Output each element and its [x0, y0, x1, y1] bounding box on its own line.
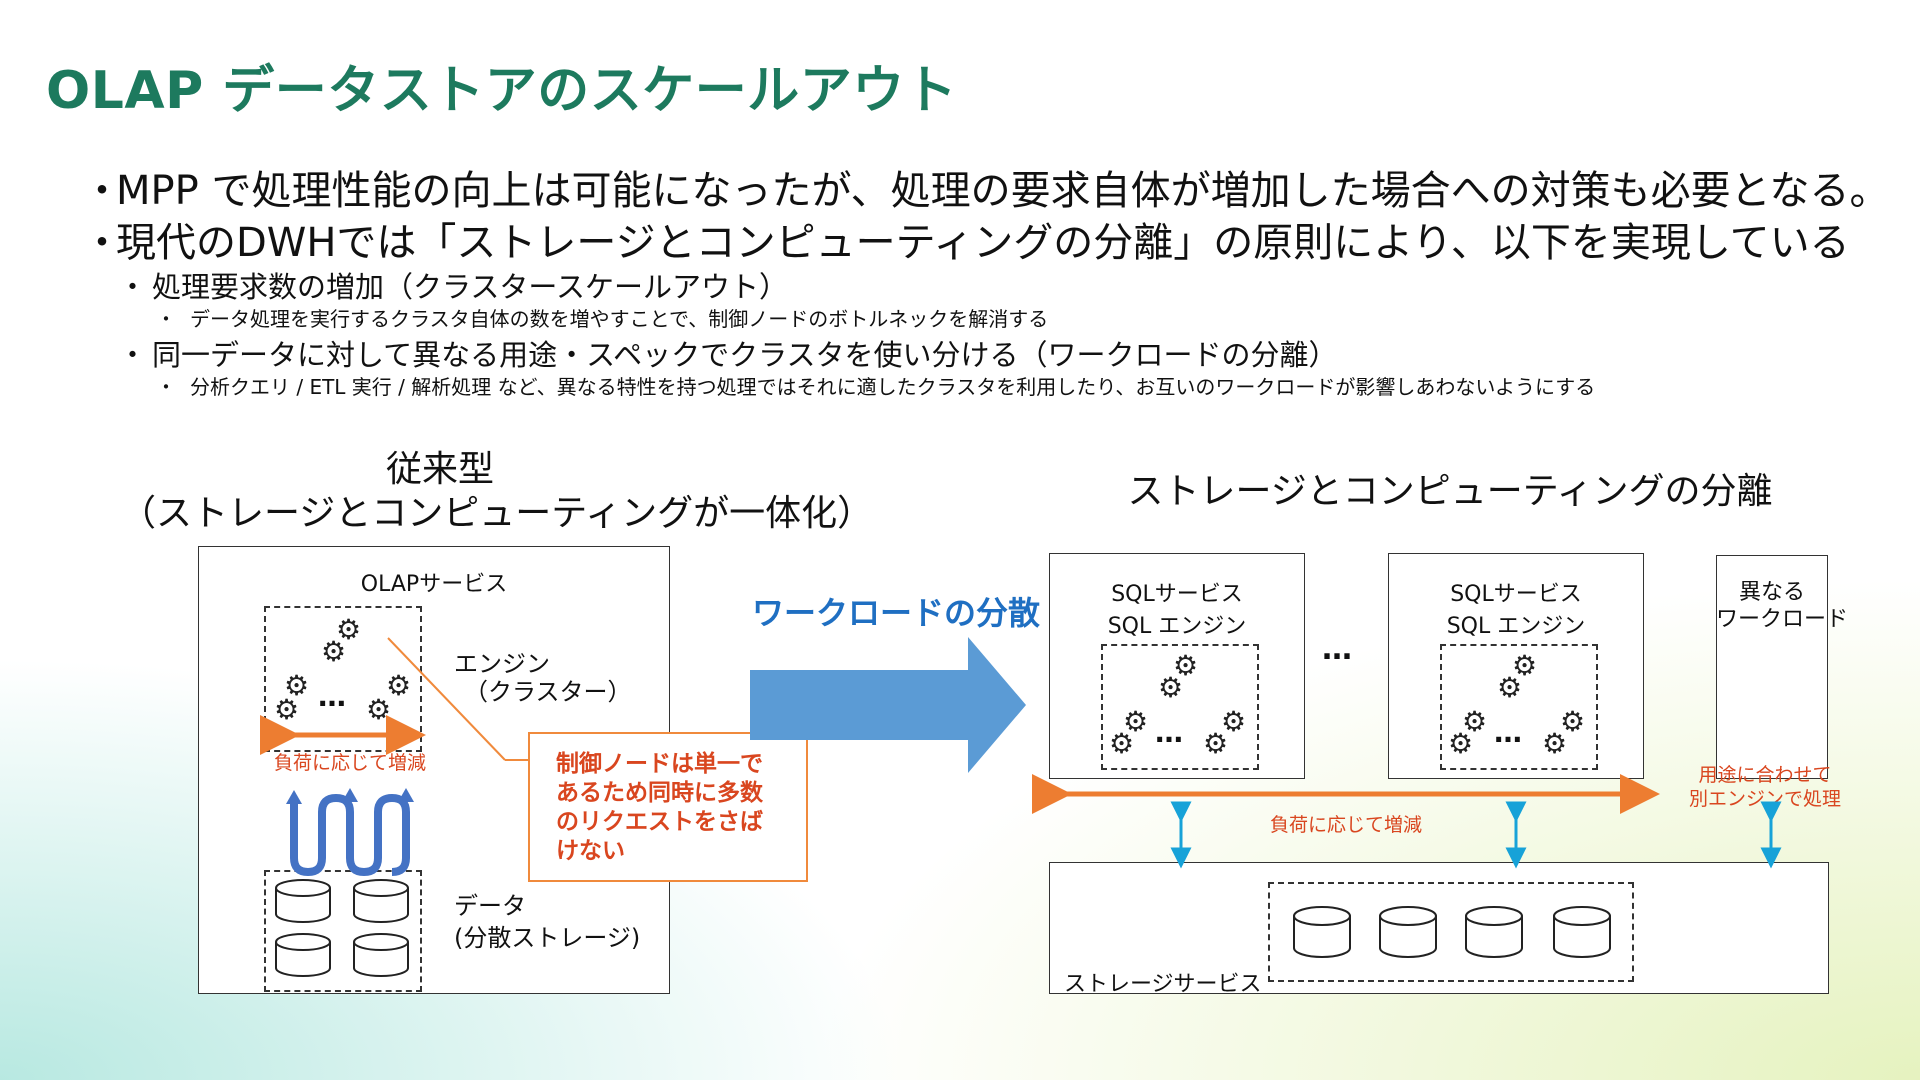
gear-icon: ⚙ — [1542, 727, 1568, 760]
ellipsis: … — [318, 680, 349, 713]
storage-service-label: ストレージサービス — [1064, 972, 1262, 997]
arrow-head — [342, 788, 358, 802]
ellipsis: … — [1155, 716, 1186, 749]
other-engine-label-1: 用途に合わせて — [1698, 764, 1832, 786]
bullet-2: ・現代のDWHでは「ストレージとコンピューティングの分離」の原則により、以下を実… — [82, 220, 1850, 266]
arrow-head — [398, 788, 414, 802]
control-node-callout: 制御ノードは単一であるため同時に多数のリクエストをさばけない — [528, 732, 808, 882]
bullet-2-1-text: 処理要求数の増加（クラスタースケールアウト） — [152, 270, 788, 304]
sql-service-label-2: SQLサービス — [1450, 582, 1582, 607]
request-flow-arrows — [290, 794, 410, 876]
traditional-heading-line1: 従来型 — [385, 449, 494, 490]
page-title: OLAP データストアのスケールアウト — [46, 61, 958, 121]
bullet-1-text: MPP で処理性能の向上は可能になったが、処理の要求自体が増加した場合への対策も… — [116, 168, 1890, 214]
gear-icon: ⚙ — [386, 669, 412, 702]
cylinder-icon — [1293, 906, 1351, 958]
bullet-2-2-1: ・分析クエリ / ETL 実行 / 解析処理 など、異なる特性を持つ処理ではそれ… — [156, 375, 1596, 399]
bullet-2-2-1-text: 分析クエリ / ETL 実行 / 解析処理 など、異なる特性を持つ処理ではそれに… — [190, 375, 1596, 399]
gear-icon: ⚙ — [1109, 727, 1135, 760]
callout-leader — [387, 637, 506, 761]
gear-icon: ⚙ — [1158, 671, 1184, 704]
gear-icon: ⚙ — [1560, 705, 1586, 738]
other-workload-label-1: 異なる — [1738, 580, 1805, 605]
cylinder-icon — [353, 933, 409, 977]
engine-cluster-label: （クラスター） — [464, 678, 632, 706]
gear-icon: ⚙ — [1497, 671, 1523, 704]
between-clusters-ellipsis: … — [1322, 632, 1355, 667]
sql-service-box-1 — [1049, 553, 1305, 779]
sql-engine-label-2: SQL エンジン — [1446, 614, 1586, 639]
cylinder-icon — [275, 933, 331, 977]
gear-icon: ⚙ — [1203, 727, 1229, 760]
storage-service-box — [1049, 862, 1829, 994]
cylinder-icon — [1379, 906, 1437, 958]
other-workload-box — [1716, 555, 1828, 779]
bullet-2-2: ・同一データに対して異なる用途・スペックでクラスタを使い分ける（ワークロードの分… — [118, 338, 1338, 372]
other-engine-label-2: 別エンジンで処理 — [1688, 788, 1841, 810]
workload-distribution-arrow — [750, 637, 1026, 773]
workload-distribution-label: ワークロードの分散 — [752, 594, 1041, 632]
right-scale-label: 負荷に応じて増減 — [1270, 814, 1423, 836]
gear-icon: ⚙ — [284, 669, 310, 702]
gear-icon: ⚙ — [1173, 649, 1199, 682]
data-label: データ — [454, 892, 526, 920]
bullet-2-1-1: ・データ処理を実行するクラスタ自体の数を増やすことで、制御ノードのボトルネックを… — [156, 307, 1049, 331]
cylinder-icon — [1553, 906, 1611, 958]
gear-icon: ⚙ — [1123, 705, 1149, 738]
bullet-2-1: ・処理要求数の増加（クラスタースケールアウト） — [118, 270, 788, 304]
sql-engine-label-1: SQL エンジン — [1107, 614, 1247, 639]
sql-engine-cluster-1: ⚙ ⚙ ⚙ ⚙ ⚙ ⚙ … — [1101, 644, 1259, 770]
gear-icon: ⚙ — [1512, 649, 1538, 682]
traditional-heading-line2: （ストレージとコンピューティングが一体化） — [120, 493, 874, 534]
cylinder-icon — [275, 879, 331, 923]
data-storage — [264, 870, 422, 992]
gear-icon: ⚙ — [1462, 705, 1488, 738]
ellipsis: … — [1494, 716, 1525, 749]
cylinder-icon — [1465, 906, 1523, 958]
left-scale-label: 負荷に応じて増減 — [274, 752, 427, 774]
gear-icon: ⚙ — [336, 613, 362, 646]
engine-label: エンジン — [454, 650, 550, 678]
sql-service-box-2 — [1388, 553, 1644, 779]
bullet-2-2-text: 同一データに対して異なる用途・スペックでクラスタを使い分ける（ワークロードの分離… — [152, 338, 1338, 372]
sql-service-label-1: SQLサービス — [1111, 582, 1243, 607]
separation-heading: ストレージとコンピューティングの分離 — [1127, 471, 1773, 512]
bullet-2-1-1-text: データ処理を実行するクラスタ自体の数を増やすことで、制御ノードのボトルネックを解… — [190, 307, 1049, 331]
gear-icon: ⚙ — [1448, 727, 1474, 760]
arrow-head — [286, 790, 302, 804]
data-distributed-label: (分散ストレージ) — [454, 924, 641, 952]
gear-icon: ⚙ — [1221, 705, 1247, 738]
bullet-2-text: 現代のDWHでは「ストレージとコンピューティングの分離」の原則により、以下を実現… — [116, 220, 1850, 266]
storage-disks — [1268, 882, 1634, 982]
bullet-1: ・MPP で処理性能の向上は可能になったが、処理の要求自体が増加した場合への対策… — [82, 168, 1890, 214]
sql-engine-cluster-2: ⚙ ⚙ ⚙ ⚙ ⚙ ⚙ … — [1440, 644, 1598, 770]
cylinder-icon — [353, 879, 409, 923]
gear-icon: ⚙ — [321, 635, 347, 668]
other-workload-label-2: ワークロード — [1716, 607, 1849, 632]
olap-service-label: OLAPサービス — [360, 572, 508, 597]
